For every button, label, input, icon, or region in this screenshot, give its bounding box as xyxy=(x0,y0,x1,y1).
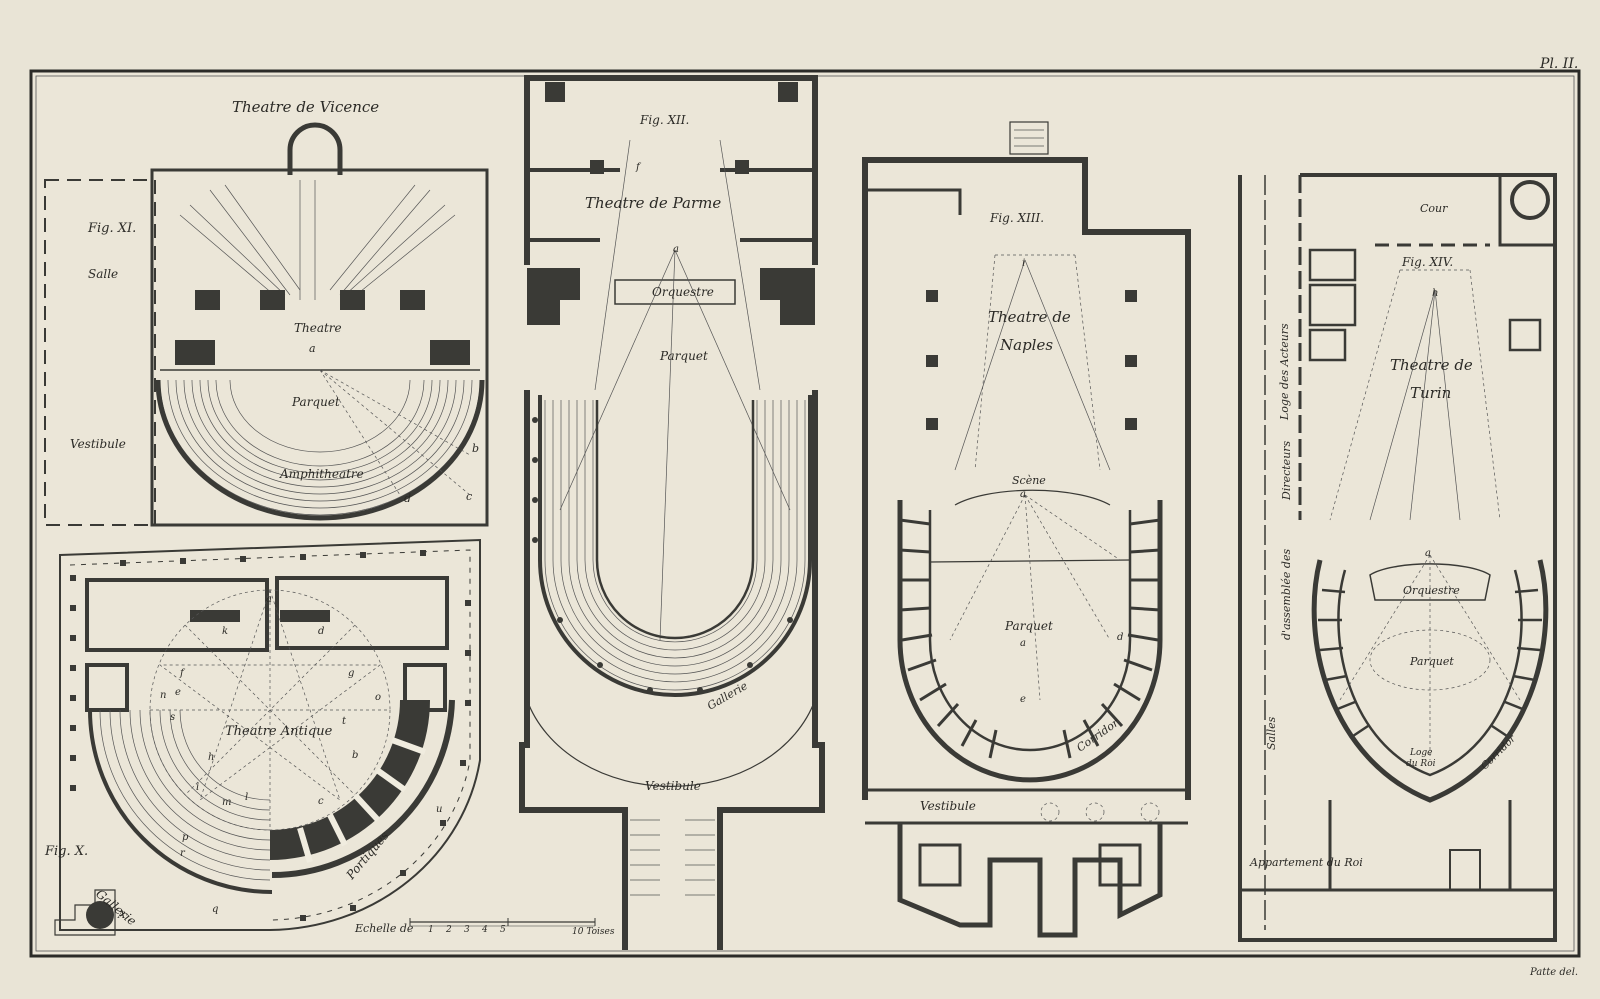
plate-number: Pl. II. xyxy=(1539,56,1578,72)
parme-letter-a: a xyxy=(673,244,679,255)
fig-x-antique-plan: Fig. X. Theatre Antique Gallerie Portiqu… xyxy=(44,538,481,936)
fig-xiv-title-line2: Turin xyxy=(1410,384,1451,402)
antique-letter-n: n xyxy=(160,690,166,701)
parme-parquet-label: Parquet xyxy=(659,349,708,363)
fig-xiii-title-line1: Theatre de xyxy=(988,308,1071,326)
vicence-letter-c: c xyxy=(466,490,472,503)
scale-end-label: 10 Toises xyxy=(572,927,615,937)
naples-letter-a-scene: a xyxy=(1020,489,1026,500)
antique-letter-m: m xyxy=(222,797,231,808)
vicence-letter-a: a xyxy=(309,342,316,355)
engraver-signature: Patte del. xyxy=(1529,967,1578,978)
fig-x-label: Fig. X. xyxy=(44,844,88,859)
antique-letter-A: A xyxy=(117,910,125,921)
scale-number-2: 2 xyxy=(445,925,452,935)
antique-letter-o: o xyxy=(375,692,381,703)
antique-letter-s: s xyxy=(170,712,175,723)
fig-xiii-naples-plan: Fig. XIII. Theatre de Naples Scène Parqu… xyxy=(862,121,1191,938)
fig-x-title: Theatre Antique xyxy=(225,724,333,739)
antique-letter-l: l xyxy=(245,792,248,803)
vicence-parquet-label: Parquet xyxy=(291,395,340,409)
antique-letter-t: t xyxy=(342,716,347,727)
fig-xiii-title-line2: Naples xyxy=(999,336,1053,354)
scale-number-1: 1 xyxy=(428,925,434,935)
antique-letter-f: f xyxy=(179,668,186,679)
naples-parquet-label: Parquet xyxy=(1004,619,1053,633)
fig-xi-vicence-plan: Fig. XI. Theatre de Vicence Salle Vestib… xyxy=(44,98,489,527)
turin-directeurs-label: Directeurs xyxy=(1280,440,1293,501)
turin-cour-label: Cour xyxy=(1420,202,1448,215)
turin-letter-a: a xyxy=(1425,548,1431,559)
vicence-amphitheatre-label: Amphitheatre xyxy=(279,467,364,481)
antique-letter-h: h xyxy=(208,752,214,763)
vicence-letter-b: b xyxy=(472,442,479,455)
parme-orquestre-label: Orquestre xyxy=(652,285,714,299)
antique-letter-r: r xyxy=(180,848,186,859)
fig-xiv-label: Fig. XIV. xyxy=(1401,255,1453,269)
scale-bar: Echelle de 1 2 3 4 5 10 Toises xyxy=(354,918,615,937)
antique-letter-g: g xyxy=(348,668,354,679)
antique-letter-q: q xyxy=(212,904,218,915)
turin-parquet-label: Parquet xyxy=(1409,655,1454,668)
fig-xi-label: Fig. XI. xyxy=(87,221,136,236)
fig-xii-title: Theatre de Parme xyxy=(585,194,721,212)
antique-letter-k: k xyxy=(222,626,228,637)
antique-letter-p: p xyxy=(182,832,189,843)
antique-letter-i: i xyxy=(196,782,199,793)
fig-xii-label: Fig. XII. xyxy=(639,113,689,127)
turin-loge-acteurs-label: Loge des Acteurs xyxy=(1278,323,1291,421)
fig-xii-parme-plan: Fig. XII. Theatre de Parme Orquestre Par… xyxy=(519,75,825,950)
turin-loge-roi-line1: Loge xyxy=(1409,748,1432,758)
scale-number-3: 3 xyxy=(464,925,470,935)
naples-letter-a-parquet: a xyxy=(1020,638,1026,649)
antique-letter-b: b xyxy=(352,750,358,761)
parme-vestibule-label: Vestibule xyxy=(645,779,701,793)
turin-assemblee-label: d'assemblée des xyxy=(1280,549,1293,640)
vicence-salle-label: Salle xyxy=(88,267,118,281)
vicence-theatre-label: Theatre xyxy=(294,321,342,335)
fig-xiv-title-line1: Theatre de xyxy=(1390,356,1473,374)
naples-scene-label: Scène xyxy=(1012,474,1046,487)
turin-orquestre-label: Orquestre xyxy=(1403,584,1460,597)
fig-xiii-label: Fig. XIII. xyxy=(989,211,1044,225)
antique-letter-e: e xyxy=(175,687,181,698)
fig-xi-title: Theatre de Vicence xyxy=(232,98,379,116)
turin-letter-h: h xyxy=(1432,288,1438,299)
turin-loge-roi-line2: du Roi xyxy=(1406,759,1436,769)
turin-appartement-label: Appartement du Roi xyxy=(1249,856,1363,869)
scale-number-5: 5 xyxy=(500,925,506,935)
vicence-vestibule-label: Vestibule xyxy=(70,437,126,451)
parme-letter-f: f xyxy=(635,162,642,173)
antique-letter-u: u xyxy=(436,804,442,815)
antique-letter-c: c xyxy=(318,796,324,807)
vicence-letter-d: d xyxy=(404,492,411,505)
naples-letter-d: d xyxy=(1117,632,1123,643)
naples-letter-e: e xyxy=(1020,694,1026,705)
scale-label: Echelle de xyxy=(354,922,414,935)
naples-vestibule-label: Vestibule xyxy=(920,799,976,813)
antique-letter-a: a xyxy=(266,594,272,605)
naples-letter-i: i xyxy=(1022,258,1025,269)
antique-letter-d: d xyxy=(318,626,324,637)
turin-salles-label: Salles xyxy=(1265,716,1278,750)
scale-number-4: 4 xyxy=(481,925,488,935)
